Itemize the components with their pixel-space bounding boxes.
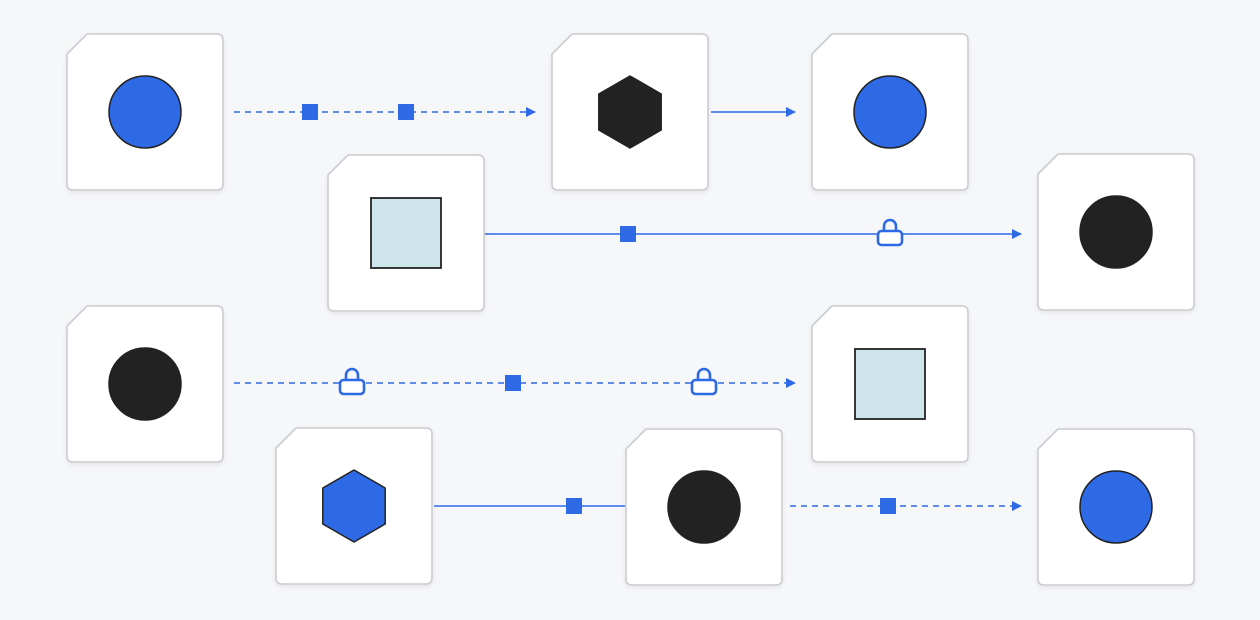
node-card-graphic xyxy=(551,33,709,191)
node-card-graphic xyxy=(66,305,224,463)
node-circle-shape xyxy=(853,75,927,149)
node-card-graphic xyxy=(327,154,485,312)
node-card[interactable] xyxy=(66,33,224,191)
node-square-shape xyxy=(370,197,442,269)
node-circle-shape xyxy=(1079,195,1153,269)
node-card[interactable] xyxy=(1037,428,1195,586)
node-card[interactable] xyxy=(625,428,783,586)
node-card[interactable] xyxy=(1037,153,1195,311)
node-hexagon-shape xyxy=(598,75,662,149)
node-card[interactable] xyxy=(66,305,224,463)
node-card[interactable] xyxy=(551,33,709,191)
node-card[interactable] xyxy=(275,427,433,585)
lock-icon xyxy=(338,367,366,396)
node-square-shape xyxy=(854,348,926,420)
node-circle-shape xyxy=(108,347,182,421)
node-card-graphic xyxy=(1037,153,1195,311)
node-card-graphic xyxy=(1037,428,1195,586)
node-card-graphic xyxy=(625,428,783,586)
node-card-graphic xyxy=(66,33,224,191)
node-card-graphic xyxy=(811,33,969,191)
lock-icon xyxy=(690,367,718,396)
node-hexagon-shape xyxy=(322,469,386,543)
node-card-graphic xyxy=(811,305,969,463)
node-card-graphic xyxy=(275,427,433,585)
node-card[interactable] xyxy=(811,305,969,463)
node-card[interactable] xyxy=(811,33,969,191)
lock-icon xyxy=(876,218,904,247)
node-circle-shape xyxy=(1079,470,1153,544)
node-circle-shape xyxy=(108,75,182,149)
node-card[interactable] xyxy=(327,154,485,312)
node-circle-shape xyxy=(667,470,741,544)
